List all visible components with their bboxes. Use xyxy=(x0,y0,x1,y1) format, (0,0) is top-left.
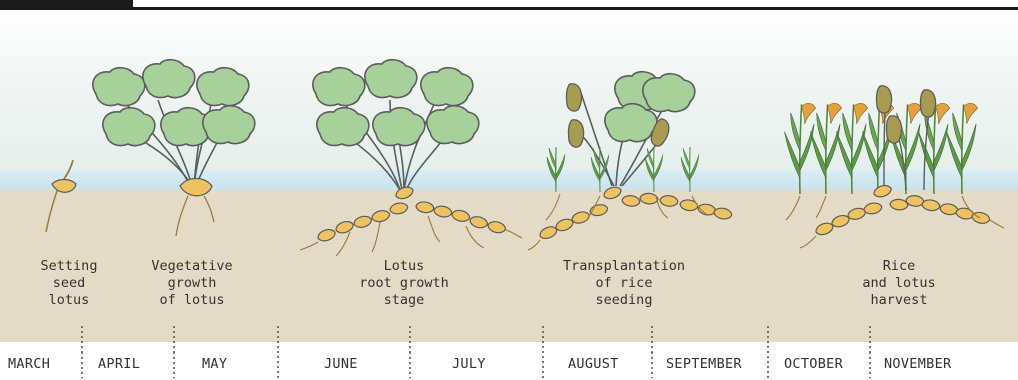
stage-label-vegetative-growth: Vegetative growth of lotus xyxy=(140,258,244,309)
month-september: SEPTEMBER xyxy=(666,356,742,372)
stage-label-harvest: Rice and lotus harvest xyxy=(858,258,940,309)
month-october: OCTOBER xyxy=(784,356,843,372)
month-march: MARCH xyxy=(8,356,50,372)
month-may: MAY xyxy=(202,356,227,372)
stage-label-setting-seed: Setting seed lotus xyxy=(34,258,104,309)
month-august: AUGUST xyxy=(568,356,619,372)
month-november: NOVEMBER xyxy=(884,356,951,372)
month-july: JULY xyxy=(452,356,486,372)
stage-label-transplantation: Transplantation of rice seeding xyxy=(556,258,692,309)
month-april: APRIL xyxy=(98,356,140,372)
stage-label-root-growth: Lotus root growth stage xyxy=(352,258,456,309)
water-layer xyxy=(0,170,1018,190)
month-june: JUNE xyxy=(324,356,358,372)
month-strip xyxy=(0,342,1018,380)
